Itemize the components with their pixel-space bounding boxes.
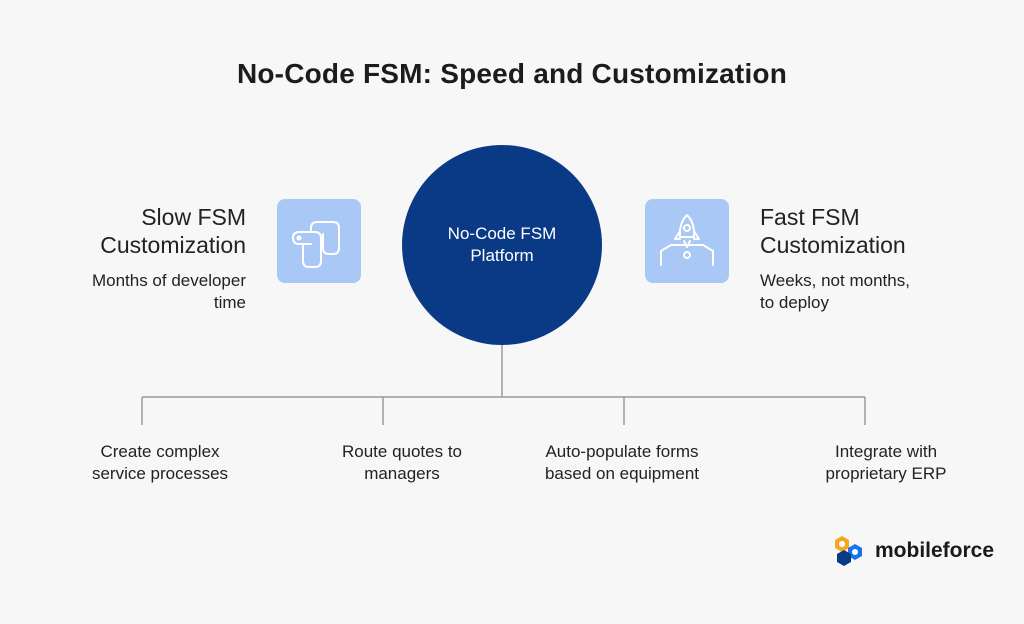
- branch-label-4: Integrate with proprietary ERP: [776, 441, 996, 485]
- fast-fsm-subtext-line2: to deploy: [760, 293, 829, 312]
- branch-label-2: Route quotes to managers: [292, 441, 512, 485]
- branch-label-3: Auto-populate forms based on equipment: [512, 441, 732, 485]
- slow-fsm-heading-line1: Slow FSM: [141, 204, 246, 230]
- branch-label-3-line1: Auto-populate forms: [545, 442, 699, 461]
- fast-fsm-subtext-line1: Weeks, not months,: [760, 271, 910, 290]
- slow-fsm-subtext-line1: Months of developer: [91, 271, 246, 290]
- platform-label-line1: No-Code FSM: [447, 224, 557, 243]
- branch-label-1: Create complex service processes: [50, 441, 270, 485]
- branch-label-4-line2: proprietary ERP: [825, 464, 947, 483]
- logo-text: mobileforce: [875, 539, 995, 562]
- slow-fsm-subtext: Months of developer time: [40, 270, 246, 314]
- mobileforce-logo-icon: [835, 536, 862, 566]
- slow-path-icon: [277, 199, 361, 283]
- fast-fsm-heading-line2: Customization: [760, 232, 906, 258]
- platform-circle: No-Code FSM Platform: [402, 145, 602, 345]
- slow-fsm-heading-line2: Customization: [100, 232, 246, 258]
- platform-label-line2: Platform: [470, 246, 534, 265]
- page-title: No-Code FSM: Speed and Customization: [236, 58, 788, 89]
- branch-label-4-line1: Integrate with: [834, 442, 938, 461]
- slow-fsm-heading: Slow FSM Customization: [40, 203, 246, 259]
- fast-fsm-heading: Fast FSM Customization: [760, 203, 980, 259]
- platform-label: No-Code FSM Platform: [432, 223, 572, 267]
- branch-label-1-line1: Create complex: [100, 442, 220, 461]
- branch-label-2-line2: managers: [364, 464, 440, 483]
- branch-label-1-line2: service processes: [91, 464, 229, 483]
- rocket-icon: [645, 199, 729, 283]
- branch-label-2-line1: Route quotes to: [341, 442, 463, 461]
- mobileforce-logo: mobileforce: [833, 534, 994, 568]
- fast-fsm-heading-line1: Fast FSM: [760, 204, 860, 230]
- branch-label-3-line2: based on equipment: [544, 464, 700, 483]
- fast-fsm-subtext: Weeks, not months, to deploy: [760, 270, 980, 314]
- slow-fsm-subtext-line2: time: [213, 293, 246, 312]
